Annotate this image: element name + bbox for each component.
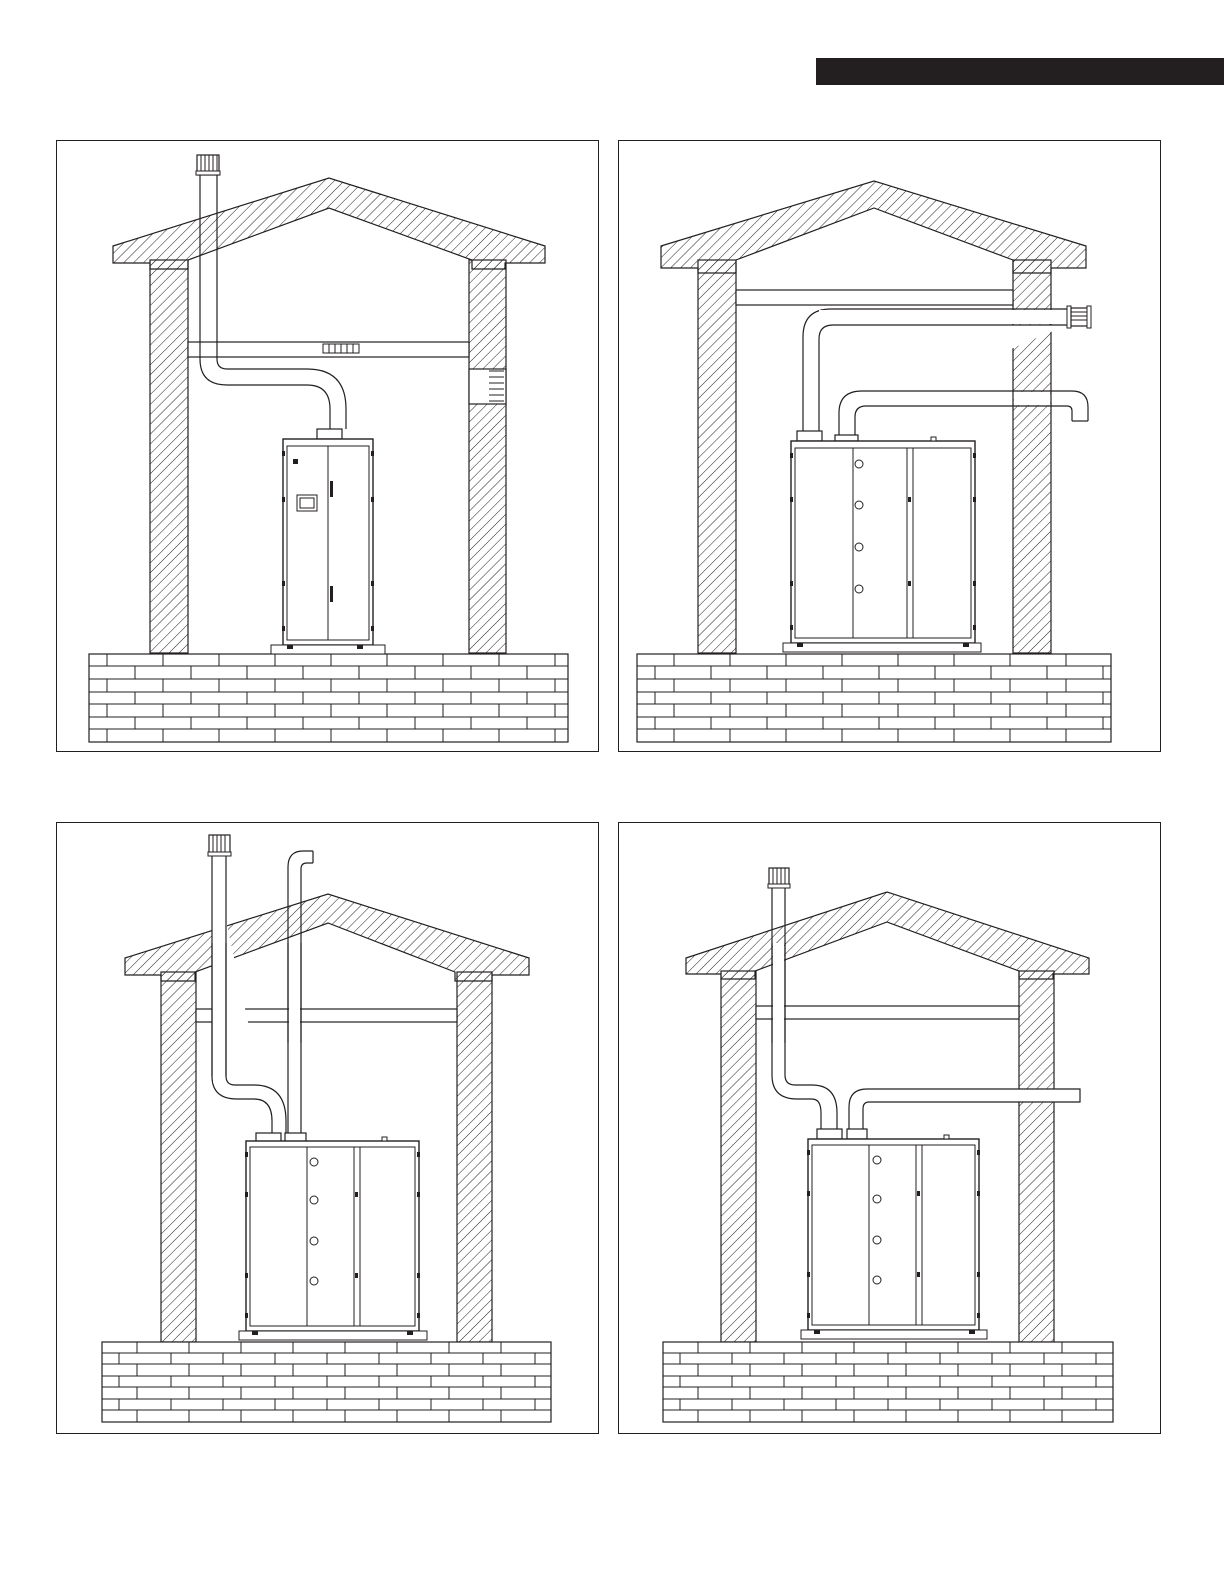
figure-vertical-vent-room-air xyxy=(56,140,599,752)
roof xyxy=(661,181,1086,273)
roof xyxy=(686,892,1089,979)
wide-water-heater-unit xyxy=(783,437,981,652)
roof xyxy=(113,178,545,269)
vent-termination-cap-icon xyxy=(768,868,790,888)
tall-water-heater-unit xyxy=(271,439,385,654)
right-wall xyxy=(457,972,492,1342)
left-wall xyxy=(161,972,196,1342)
roof xyxy=(125,894,529,981)
ceiling-beam xyxy=(736,290,1013,305)
brick-foundation xyxy=(663,1342,1113,1422)
brick-foundation xyxy=(637,654,1111,742)
left-wall xyxy=(698,260,736,653)
figure-vertical-vent-horizontal-intake xyxy=(618,822,1161,1434)
wide-water-heater-unit xyxy=(801,1135,987,1339)
brick-foundation xyxy=(102,1342,551,1422)
left-wall xyxy=(150,260,188,653)
figure-vertical-vent-and-intake xyxy=(56,822,599,1434)
vent-termination-cap-icon xyxy=(196,155,220,175)
right-wall xyxy=(1019,971,1054,1342)
vent-termination-cap-icon xyxy=(208,835,231,856)
left-wall xyxy=(721,971,756,1342)
ceiling-beam xyxy=(756,1006,1019,1019)
right-wall xyxy=(469,260,506,653)
vent-termination-cap-icon xyxy=(1067,306,1091,328)
section-header-bar xyxy=(816,58,1224,85)
brick-foundation xyxy=(89,654,568,742)
figure-horizontal-vent-and-intake xyxy=(618,140,1161,752)
wall-air-louver-icon xyxy=(469,369,506,404)
wide-water-heater-unit xyxy=(239,1137,427,1340)
